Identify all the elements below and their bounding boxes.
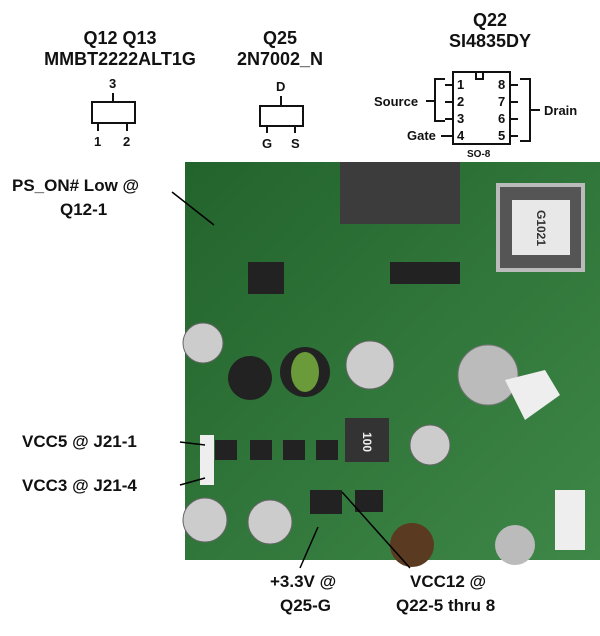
chip-marking: G1021 <box>534 210 548 246</box>
pin-label: D <box>276 79 286 94</box>
sot23-symbol-q25 <box>259 96 304 133</box>
vcc12-callout: VCC12 @ <box>410 572 487 591</box>
v33-callout-ref: Q25-G <box>280 596 332 615</box>
so8-symbol <box>426 71 540 145</box>
vcc12-callout-ref: Q22-5 thru 8 <box>396 596 496 615</box>
inductor <box>228 356 272 400</box>
vcc3-leader <box>179 477 206 486</box>
sot23-symbol-q12 <box>91 93 136 131</box>
svg-text:100: 100 <box>360 432 374 452</box>
ic-small <box>248 262 284 294</box>
part-ref: Q12 Q13 <box>83 28 157 48</box>
q25-header: Q25 2N7002_N <box>220 28 340 70</box>
pin-label: 2 <box>457 94 465 109</box>
vcc3-callout: VCC3 @ J21-4 <box>22 476 137 495</box>
ps-on-callout: PS_ON# Low @ <box>12 176 140 195</box>
drain-label: Drain <box>544 103 578 118</box>
part-name: MMBT2222ALT1G <box>44 49 196 69</box>
ic-main <box>340 162 460 224</box>
source-label: Source <box>374 94 419 109</box>
part-name: 2N7002_N <box>236 49 324 69</box>
connector-j21 <box>200 435 214 485</box>
ps-on-leader <box>171 191 215 226</box>
pin-label: 5 <box>498 128 506 143</box>
pin-label: 1 <box>94 134 102 149</box>
pin-label: 2 <box>123 134 131 149</box>
pin-label: 8 <box>498 77 506 92</box>
capacitor <box>182 322 224 364</box>
package-label: SO-8 <box>467 149 491 160</box>
part-name: SI4835DY <box>448 31 532 51</box>
part-ref: Q22 <box>472 10 508 30</box>
pin-label: 1 <box>457 77 465 92</box>
vcc12-leader <box>341 491 411 569</box>
part-ref: Q25 <box>262 28 298 48</box>
gate-label: Gate <box>407 128 436 143</box>
pin-label: 3 <box>457 111 465 126</box>
vcc5-callout: VCC5 @ J21-1 <box>22 432 137 451</box>
q22-header: Q22 SI4835DY <box>420 10 560 52</box>
pin-label: 3 <box>109 76 117 91</box>
vcc5-leader <box>179 441 206 446</box>
v33-leader <box>299 526 319 569</box>
inductor-100 <box>345 418 389 462</box>
q22-chip <box>310 490 342 514</box>
ps-on-callout-ref: Q12-1 <box>60 200 108 219</box>
pin-label: 4 <box>457 128 465 143</box>
pin-label: G <box>262 136 273 151</box>
v33-callout: +3.3V @ <box>270 572 337 591</box>
q12-q13-header: Q12 Q13 MMBT2222ALT1G <box>30 28 210 70</box>
pin-label: 7 <box>498 94 506 109</box>
pin-label: S <box>291 136 300 151</box>
pin-label: 6 <box>498 111 506 126</box>
